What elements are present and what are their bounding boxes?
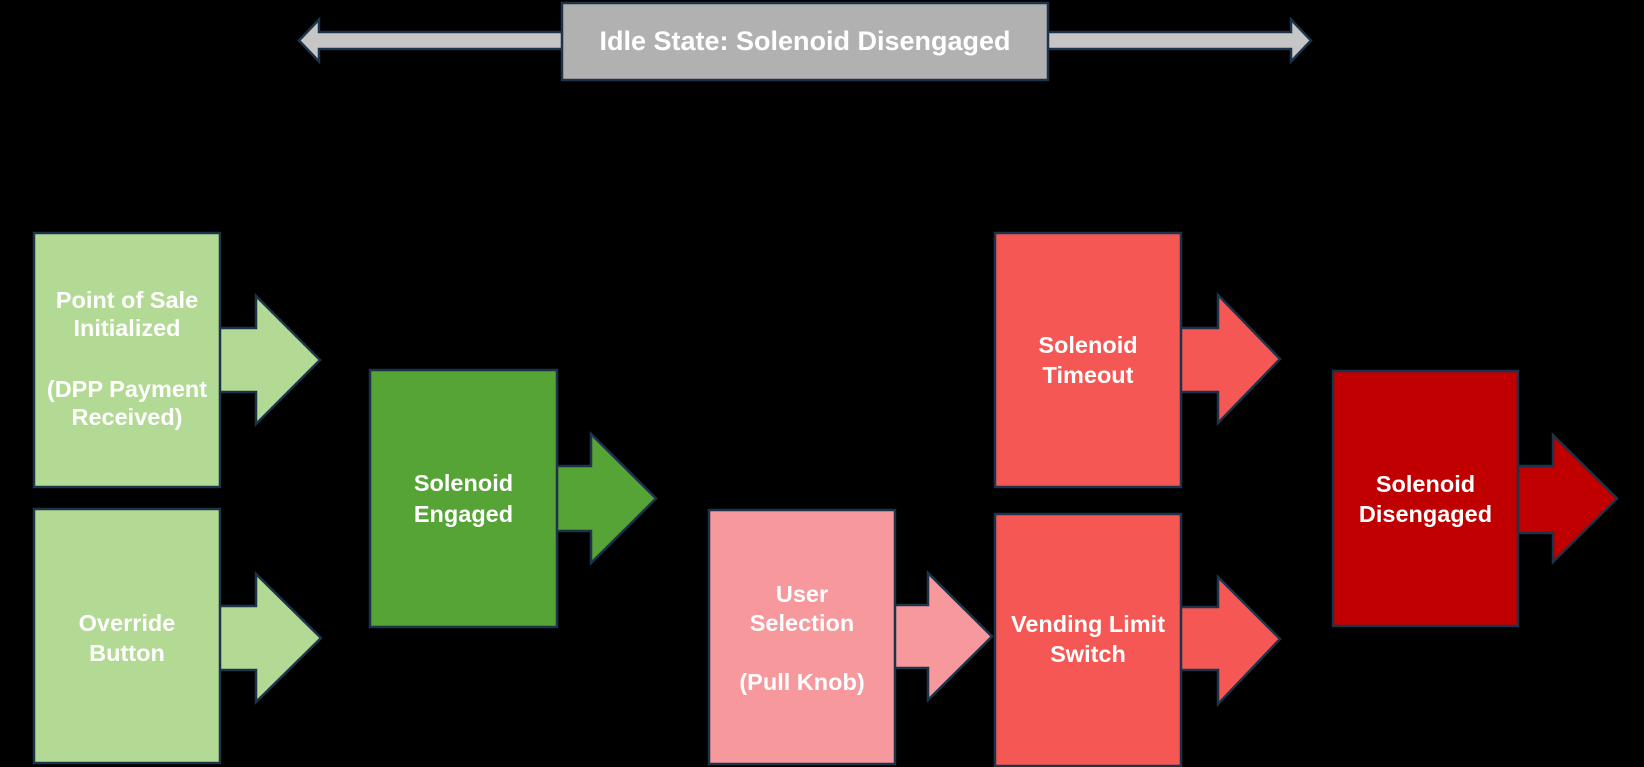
svg-text:Disengaged: Disengaged [1359, 501, 1492, 527]
svg-text:Button: Button [89, 640, 165, 666]
svg-text:Solenoid: Solenoid [414, 470, 513, 496]
svg-text:(Pull Knob): (Pull Knob) [739, 669, 864, 695]
svg-text:Timeout: Timeout [1043, 362, 1134, 388]
svg-text:Override: Override [79, 610, 176, 636]
svg-text:Received): Received) [71, 404, 182, 430]
svg-text:Vending Limit: Vending Limit [1011, 611, 1165, 637]
svg-text:Selection: Selection [750, 610, 854, 636]
svg-text:Point of Sale: Point of Sale [56, 287, 198, 313]
svg-text:Idle State: Solenoid Disengage: Idle State: Solenoid Disengaged [599, 26, 1010, 56]
svg-text:Solenoid: Solenoid [1038, 332, 1137, 358]
svg-text:Solenoid: Solenoid [1376, 471, 1475, 497]
svg-text:Engaged: Engaged [414, 501, 513, 527]
svg-text:Switch: Switch [1050, 641, 1126, 667]
svg-text:(DPP Payment: (DPP Payment [47, 376, 207, 402]
svg-text:Initialized: Initialized [73, 315, 180, 341]
svg-text:User: User [776, 581, 828, 607]
